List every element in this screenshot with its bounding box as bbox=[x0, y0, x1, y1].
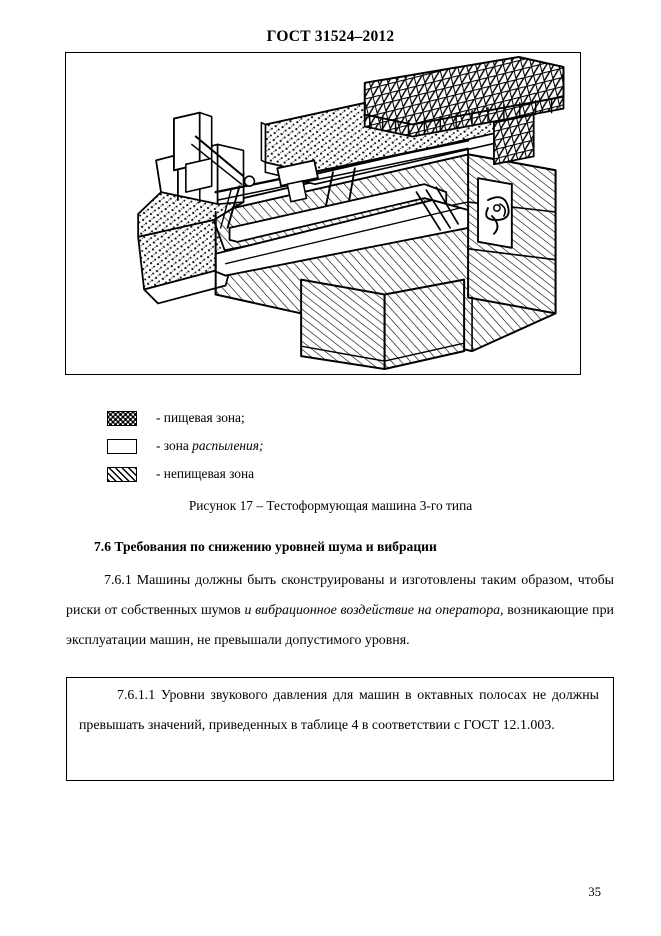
standard-header: ГОСТ 31524–2012 bbox=[266, 28, 395, 45]
figure-17-dough-forming-machine bbox=[137, 55, 565, 371]
legend-label-spray-zone-italic: распыления; bbox=[192, 438, 264, 453]
legend-label-spray-zone: - зона распыления; bbox=[156, 438, 263, 454]
legend-item-spray-zone: - зона распыления; bbox=[107, 432, 527, 460]
legend-label-food-zone: - пищевая зона; bbox=[156, 410, 245, 425]
legend-swatch-dotted-icon bbox=[107, 410, 137, 426]
paragraph-7-6-1-italic: и вибрационное воздействие на оператора bbox=[244, 603, 501, 618]
paragraph-7-6-1-part2: , возникающие при эксплуатации машин, не… bbox=[66, 603, 614, 648]
paragraph-7-6-1: 7.6.1 Машины должны быть сконструированы… bbox=[66, 566, 614, 656]
legend-label-nonfood-zone: - непищевая зона bbox=[156, 466, 255, 481]
legend-swatch-hatched-icon bbox=[107, 466, 137, 482]
note-box-text: 7.6.1.1 Уровни звукового давления для ма… bbox=[79, 688, 599, 733]
figure-caption: Рисунок 17 – Тестоформующая машина 3-го … bbox=[188, 498, 473, 513]
note-box-7-6-1-1: 7.6.1.1 Уровни звукового давления для ма… bbox=[66, 677, 614, 781]
legend-item-food-zone: - пищевая зона; bbox=[107, 404, 527, 432]
page-number: 35 bbox=[588, 885, 601, 899]
legend-item-nonfood-zone: - непищевая зона bbox=[107, 460, 527, 488]
figure-17-frame bbox=[65, 52, 581, 375]
section-heading-7-6: 7.6 Требования по снижению уровней шума … bbox=[94, 539, 437, 554]
legend-swatch-empty-icon bbox=[107, 438, 137, 454]
legend-label-spray-zone-prefix: - зона bbox=[156, 438, 193, 453]
paragraph-7-6-1-part1: 7.6.1 Машины должны быть сконструированы… bbox=[66, 573, 614, 618]
figure-legend: - пищевая зона; - зона распыления; - неп… bbox=[107, 404, 527, 488]
